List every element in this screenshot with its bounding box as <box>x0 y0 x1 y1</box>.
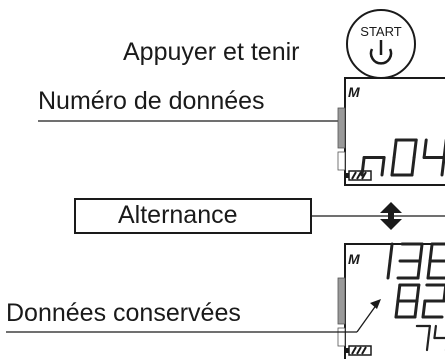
display-bottom-line1 <box>386 242 445 280</box>
lcd-segment-8-f <box>396 283 402 303</box>
lcd-segment-0-c <box>410 156 416 177</box>
display-bottom-line2 <box>394 283 445 319</box>
display-top-indicator-bar <box>337 107 346 149</box>
lcd-segment-7-b <box>427 324 431 340</box>
lcd-segment-0-b <box>412 138 418 159</box>
press-and-hold-label: Appuyer et tenir <box>123 38 300 66</box>
lcd-segment-1-b <box>388 242 394 263</box>
start-button-label: START <box>360 24 401 39</box>
lcd-segment-4-c <box>440 156 445 177</box>
display-bottom-mode-letter: M <box>348 251 360 267</box>
lcd-segment-0-f <box>392 138 398 159</box>
lcd-segment-4-f <box>433 324 437 340</box>
display-top: M <box>337 77 445 186</box>
lcd-segment-4-b <box>442 139 445 159</box>
display-bottom: M <box>337 242 445 359</box>
lcd-segment-4-f <box>422 138 428 159</box>
lcd-segment-8-e <box>426 259 432 280</box>
alternation-double-arrow-icon <box>380 202 402 230</box>
data-number-label: Numéro de données <box>38 87 265 115</box>
lcd-segment-n-e <box>360 156 366 177</box>
battery-icon <box>346 345 372 356</box>
display-top-indicator-slot <box>337 151 346 171</box>
display-bottom-indicator-bar <box>337 277 346 325</box>
display-top-mode-letter: M <box>348 84 360 100</box>
start-button: START <box>346 9 416 79</box>
power-icon <box>369 40 393 65</box>
lcd-segment-n-c <box>380 156 386 177</box>
display-top-frame <box>344 77 445 186</box>
lcd-segment-8-f <box>428 242 434 263</box>
lcd-segment-8-e <box>394 299 400 319</box>
lcd-segment-0-e <box>390 156 396 177</box>
display-top-reading <box>360 138 445 177</box>
alternation-label-box <box>74 198 312 234</box>
lcd-segment-8-b <box>415 283 421 303</box>
stored-data-label: Données conservées <box>6 299 241 327</box>
alternation-label: Alternance <box>118 201 238 229</box>
lcd-segment-1-c <box>386 259 392 280</box>
lcd-segment-8-c <box>413 299 419 319</box>
display-bottom-line3 <box>415 324 445 352</box>
lcd-segment-7-c <box>425 336 430 352</box>
lcd-segment-3-c <box>416 259 422 280</box>
display-bottom-indicator-slot <box>337 327 346 347</box>
battery-icon <box>346 170 372 181</box>
stored-data-arrow <box>356 299 381 333</box>
lcd-segment-2-e <box>421 299 427 319</box>
lcd-segment-3-b <box>418 242 424 263</box>
